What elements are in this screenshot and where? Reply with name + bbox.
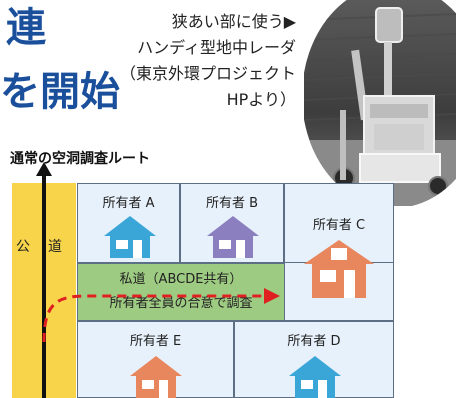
owner-d-label: 所有者 D <box>287 334 341 349</box>
private-road-label-1: 私道（ABCDE共有） <box>119 272 243 287</box>
headline-text-1: 連 <box>6 5 46 51</box>
house-c-icon <box>304 240 374 298</box>
photo-caption-line-4: HPより） <box>226 90 296 109</box>
lot-owner-d: 所有者 D <box>234 321 394 398</box>
private-survey-arrow <box>42 288 280 343</box>
public-road-char-2: 道 <box>48 239 62 255</box>
survey-route-arrow <box>36 162 52 398</box>
house-d-icon <box>289 356 341 398</box>
photo-caption-line-1: 狭あい部に使う▶ <box>171 12 296 31</box>
owner-e-label: 所有者 E <box>129 334 182 349</box>
lot-owner-a: 所有者 A <box>77 183 180 263</box>
photo-caption-line-3: （東京外環プロジェクト <box>119 64 296 83</box>
photo-caption-line-2: ハンディ型地中レーダ <box>137 38 296 57</box>
house-e-icon <box>130 356 182 398</box>
headline-text-2: を開始 <box>0 69 120 115</box>
headline-line-2: を開始 <box>0 72 120 112</box>
house-a-icon <box>104 216 156 258</box>
owner-b-label: 所有者 B <box>205 196 259 211</box>
lot-owner-b: 所有者 B <box>180 183 284 263</box>
public-road-label: 公道 <box>16 236 62 256</box>
owner-c-label: 所有者 C <box>312 218 366 233</box>
headline-line-1: 連 <box>0 8 46 48</box>
private-road-label-2: 所有者全員の合意で調査 <box>109 296 253 311</box>
radar-photo-image <box>304 0 456 206</box>
radar-photo <box>304 0 456 206</box>
public-road-char-1: 公 <box>16 239 30 255</box>
owner-a-label: 所有者 A <box>102 196 155 211</box>
lot-owner-e: 所有者 E <box>77 321 234 398</box>
survey-route-label: 通常の空洞調査ルート <box>10 151 150 167</box>
house-b-icon <box>207 216 259 258</box>
